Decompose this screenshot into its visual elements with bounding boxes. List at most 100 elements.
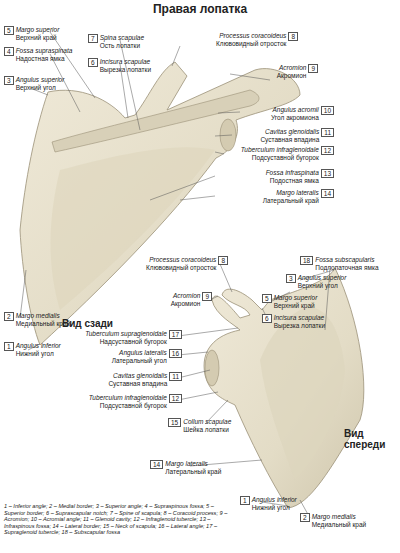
russian-term: Угол акромиона: [271, 114, 319, 122]
callout-number: 11: [169, 372, 182, 381]
latin-term: Angulus acromii: [273, 106, 319, 114]
latin-term: Angulus inferior: [16, 342, 61, 350]
callout-number: 12: [169, 394, 182, 403]
russian-term: Суставная впадина: [260, 136, 319, 144]
latin-term: Spina scapulae: [100, 34, 144, 42]
latin-term: Cavitas glenoidalis: [265, 128, 319, 136]
callout-number: 14: [321, 189, 334, 198]
term-block: Angulus lateralisЛатеральный угол: [112, 349, 167, 364]
term-block: Angulus superiorВерхний угол: [298, 274, 347, 289]
callout-number: 11: [321, 128, 334, 137]
latin-term: Margo superior: [16, 26, 60, 34]
latin-term: Tuberculum supraglenoidale: [85, 330, 167, 338]
russian-term: Подсуставной бугорок: [252, 154, 319, 162]
callout-label: 15Collum scapulaeШейка лопатки: [168, 418, 258, 433]
callout-label: 2Margo medialisМедиальный край: [300, 513, 390, 528]
term-block: Angulus inferiorНижний угол: [16, 342, 61, 357]
russian-term: Шейка лопатки: [183, 426, 231, 434]
term-block: Fossa supraspinataНадостная ямка: [16, 47, 73, 62]
subscapular-shading: [260, 308, 345, 481]
term-block: Tuberculum supraglenoidaleНадсуставной б…: [85, 330, 167, 345]
latin-term: Fossa supraspinata: [16, 47, 73, 55]
callout-label: 1Angulus inferiorНижний угол: [240, 496, 320, 511]
russian-term: Суставная впадина: [108, 380, 167, 388]
term-block: Margo medialisМедиальный край: [312, 513, 367, 528]
callout-label: 11Cavitas glenoidalisСуставная впадина: [74, 372, 182, 387]
latin-term: Angulus inferior: [252, 496, 297, 504]
term-block: Margo superiorВерхний край: [16, 26, 60, 41]
term-block: Fossa infraspinataПодостная ямка: [266, 169, 319, 184]
callout-label: 3Angulus superiorВерхний угол: [4, 76, 86, 91]
callout-number: 13: [321, 169, 334, 178]
callout-label: 5Margo superiorВерхний край: [262, 294, 342, 309]
callout-label: 6Incisura scapulaeВырезка лопатки: [262, 314, 342, 329]
russian-term: Верхний угол: [298, 282, 347, 290]
fossa-shading: [51, 147, 215, 310]
russian-term: Вырезка лопатки: [274, 322, 325, 330]
callout-number: 5: [4, 26, 14, 35]
callout-number: 16: [169, 349, 182, 358]
russian-term: Верхний угол: [16, 84, 65, 92]
russian-term: Подостная ямка: [270, 177, 319, 185]
latin-term: Incisura scapulae: [274, 314, 325, 322]
latin-term: Angulus superior: [298, 274, 347, 282]
callout-label: 6Incisura scapulaeВырезка лопатки: [88, 58, 158, 73]
term-block: Processus coracoideusКлювовидный отросто…: [216, 32, 286, 47]
term-block: Margo lateralisЛатеральный край: [263, 189, 319, 204]
diagram-title: Правая лопатка: [0, 2, 400, 16]
latin-term: Angulus superior: [16, 76, 65, 84]
russian-term: Надсуставной бугорок: [100, 338, 167, 346]
callout-number: 7: [88, 34, 98, 43]
callout-number: 9: [202, 292, 212, 301]
term-block: Angulus inferiorНижний угол: [252, 496, 297, 511]
term-block: Angulus superiorВерхний угол: [16, 76, 65, 91]
callout-label: 13Fossa infraspinataПодостная ямка: [212, 169, 334, 184]
callout-label: 5Margo superiorВерхний край: [4, 26, 86, 41]
latin-term: Tuberculum infraglenoidale: [241, 146, 319, 154]
callout-label: 1Angulus inferiorНижний угол: [4, 342, 74, 357]
latin-term: Collum scapulae: [183, 418, 231, 426]
callout-number: 15: [168, 418, 181, 427]
latin-term: Fossa infraspinata: [266, 169, 319, 177]
russian-term: Подлопаточная ямка: [315, 264, 378, 272]
callout-label: 11Cavitas glenoidalisСуставная впадина: [212, 128, 334, 143]
callout-number: 12: [321, 146, 334, 155]
glenoid-anterior: [205, 350, 219, 386]
view-label: Вид сзади: [62, 318, 142, 329]
callout-label: 14Margo lateralisЛатеральный край: [212, 189, 334, 204]
callout-number: 17: [169, 330, 182, 339]
term-block: Fossa subscapularisПодлопаточная ямка: [315, 256, 378, 271]
latin-term: Incisura scapulae: [100, 58, 151, 66]
russian-term: Медиальный край: [312, 521, 367, 529]
scapular-spine: [52, 90, 259, 152]
callout-number: 6: [262, 314, 272, 323]
russian-term: Акромион: [277, 72, 307, 80]
callout-label: 16Angulus lateralisЛатеральный угол: [74, 349, 182, 364]
term-block: Incisura scapulaeВырезка лопатки: [274, 314, 325, 329]
russian-term: Акромион: [171, 300, 201, 308]
russian-term: Латеральный угол: [112, 357, 167, 365]
callout-number: 14: [150, 460, 163, 469]
term-block: AcromionАкромион: [277, 64, 307, 79]
callout-number: 2: [4, 312, 14, 321]
term-block: Cavitas glenoidalisСуставная впадина: [108, 372, 167, 387]
callout-number: 18: [300, 256, 313, 265]
term-block: Tuberculum infraglenoidaleПодсуставной б…: [241, 146, 319, 161]
latin-term: Margo lateralis: [165, 460, 221, 468]
russian-term: Верхний край: [16, 34, 60, 42]
latin-term: Processus coracoideus: [149, 256, 216, 264]
latin-term: Acromion: [173, 292, 200, 300]
callout-label: 3Angulus superiorВерхний угол: [286, 274, 366, 289]
term-block: Angulus acromiiУгол акромиона: [271, 106, 319, 121]
callout-number: 3: [286, 274, 296, 283]
callout-label: 18Fossa subscapularisПодлопаточная ямка: [300, 256, 398, 271]
callout-label: 14Margo lateralisЛатеральный край: [150, 460, 240, 475]
latin-term: Margo superior: [274, 294, 318, 302]
callout-label: 8Processus coracoideusКлювовидный отрост…: [118, 256, 228, 271]
latin-term: Margo medialis: [312, 513, 367, 521]
callout-number: 6: [88, 58, 98, 67]
term-block: Cavitas glenoidalisСуставная впадина: [260, 128, 319, 143]
callout-label: 10Angulus acromiiУгол акромиона: [212, 106, 334, 121]
term-block: Collum scapulaeШейка лопатки: [183, 418, 231, 433]
callout-label: 8Processus coracoideusКлювовидный отрост…: [178, 32, 298, 47]
